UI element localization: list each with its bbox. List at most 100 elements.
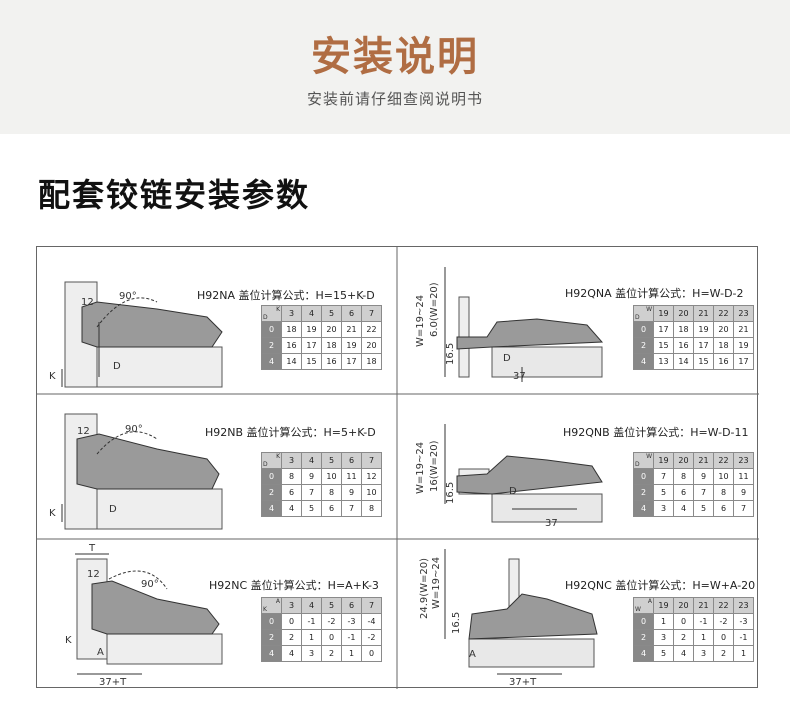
table-column-header: 3 [281, 305, 302, 322]
table-cell: 0 [281, 613, 302, 630]
table-cell: 3 [693, 645, 714, 662]
table-column-header: 5 [321, 597, 342, 614]
table-cell: 20 [713, 321, 734, 338]
label-37t: 37+T [99, 677, 127, 687]
table-cell: 7 [301, 484, 322, 501]
table-row-header: 0 [261, 321, 282, 338]
table-cell: -2 [713, 613, 734, 630]
table-cell: 2 [281, 629, 302, 646]
hinge-diagram-h92nc: T 12 90° A K 37+T [65, 543, 223, 687]
corner-label-top: K [276, 306, 280, 313]
hinge-diagram-h92qnb: W=19~24 16(W=20) 16.5 D 37 [415, 424, 603, 529]
table-row-header: 4 [261, 353, 282, 370]
table-row-header: 2 [633, 337, 654, 354]
table-cell: 6 [281, 484, 302, 501]
hinge-diagram-h92qna: W=19~24 6.0(W=20) 16.5 D 37 [415, 267, 604, 382]
table-cell: 4 [673, 500, 694, 517]
table-cell: 1 [733, 645, 754, 662]
table-column-header: 5 [321, 452, 342, 469]
table-cell: 10 [713, 468, 734, 485]
table-row-header: 2 [261, 484, 282, 501]
table-column-header: 4 [301, 305, 322, 322]
table-cell: 6 [321, 500, 342, 517]
table-cell: 9 [301, 468, 322, 485]
table-row-header: 2 [261, 629, 282, 646]
table-column-header: 21 [693, 597, 714, 614]
label-16-5: 16.5 [451, 612, 462, 634]
table-cell: 7 [341, 500, 362, 517]
table-column-header: 3 [281, 597, 302, 614]
table-cell: -2 [361, 629, 382, 646]
corner-label-top: A [275, 598, 280, 605]
label-w20: 24.9(W=20) [419, 558, 430, 619]
table-cell: 4 [673, 645, 694, 662]
formula-h92qnb: H92QNB 盖位计算公式：H=W-D-11 [563, 426, 749, 439]
table-cell: -1 [733, 629, 754, 646]
label-t: T [88, 543, 96, 554]
table-cell: 3 [653, 500, 674, 517]
table-cell: 11 [341, 468, 362, 485]
table-cell: 18 [361, 353, 382, 370]
table-cell: 5 [653, 645, 674, 662]
corner-label-bottom: D [263, 314, 268, 321]
corner-label-bottom: D [263, 461, 268, 468]
table-column-header: 23 [733, 597, 754, 614]
table-cell: 10 [361, 484, 382, 501]
table-cell: 18 [713, 337, 734, 354]
label-w-range: W=19~24 [415, 442, 426, 494]
label-w20: 16(W=20) [429, 440, 440, 492]
table-cell: 11 [733, 468, 754, 485]
panel-h92qna: W=19~24 6.0(W=20) 16.5 D 37 H92QNA 盖位计算公… [397, 247, 759, 394]
table-cell: 6 [673, 484, 694, 501]
table-row-header: 2 [633, 629, 654, 646]
label-37: 37 [545, 518, 558, 529]
table-cell: 20 [321, 321, 342, 338]
table-cell: 15 [693, 353, 714, 370]
label-90: 90° [125, 424, 143, 435]
panel-h92nc: T 12 90° A K 37+T H92NC 盖位计算公式：H=A+K-3 A… [37, 539, 397, 687]
label-a: A [97, 647, 104, 658]
table-cell: -1 [693, 613, 714, 630]
table-row-header: 0 [261, 468, 282, 485]
label-w-range: W=19~24 [415, 295, 426, 347]
label-a: A [469, 649, 476, 660]
table-row-header: 4 [633, 500, 654, 517]
panel-h92qnc: 24.9(W=20) W=19~24 16.5 A 37+T H92QNC 盖位… [397, 539, 759, 687]
table-cell: 4 [281, 645, 302, 662]
table-cell: 13 [653, 353, 674, 370]
label-90: 90° [141, 579, 159, 590]
table-column-header: 6 [341, 452, 362, 469]
table-cell: 15 [653, 337, 674, 354]
table-cell: 3 [301, 645, 322, 662]
table-column-header: 6 [341, 305, 362, 322]
label-d: D [509, 486, 517, 497]
table-cell: 16 [321, 353, 342, 370]
panel-h92qnb: W=19~24 16(W=20) 16.5 D 37 H92QNB 盖位计算公式… [397, 394, 759, 539]
table-cell: 5 [301, 500, 322, 517]
table-cell: 4 [281, 500, 302, 517]
table-column-header: 22 [713, 305, 734, 322]
table-cell: 14 [673, 353, 694, 370]
table-cell: 1 [341, 645, 362, 662]
table-cell: 8 [673, 468, 694, 485]
table-cell: 19 [341, 337, 362, 354]
table-column-header: 19 [653, 452, 674, 469]
table-row-header: 0 [633, 613, 654, 630]
hinge-diagram-h92na: 12 90° D K [49, 281, 223, 388]
corner-label-bottom: D [635, 314, 640, 321]
